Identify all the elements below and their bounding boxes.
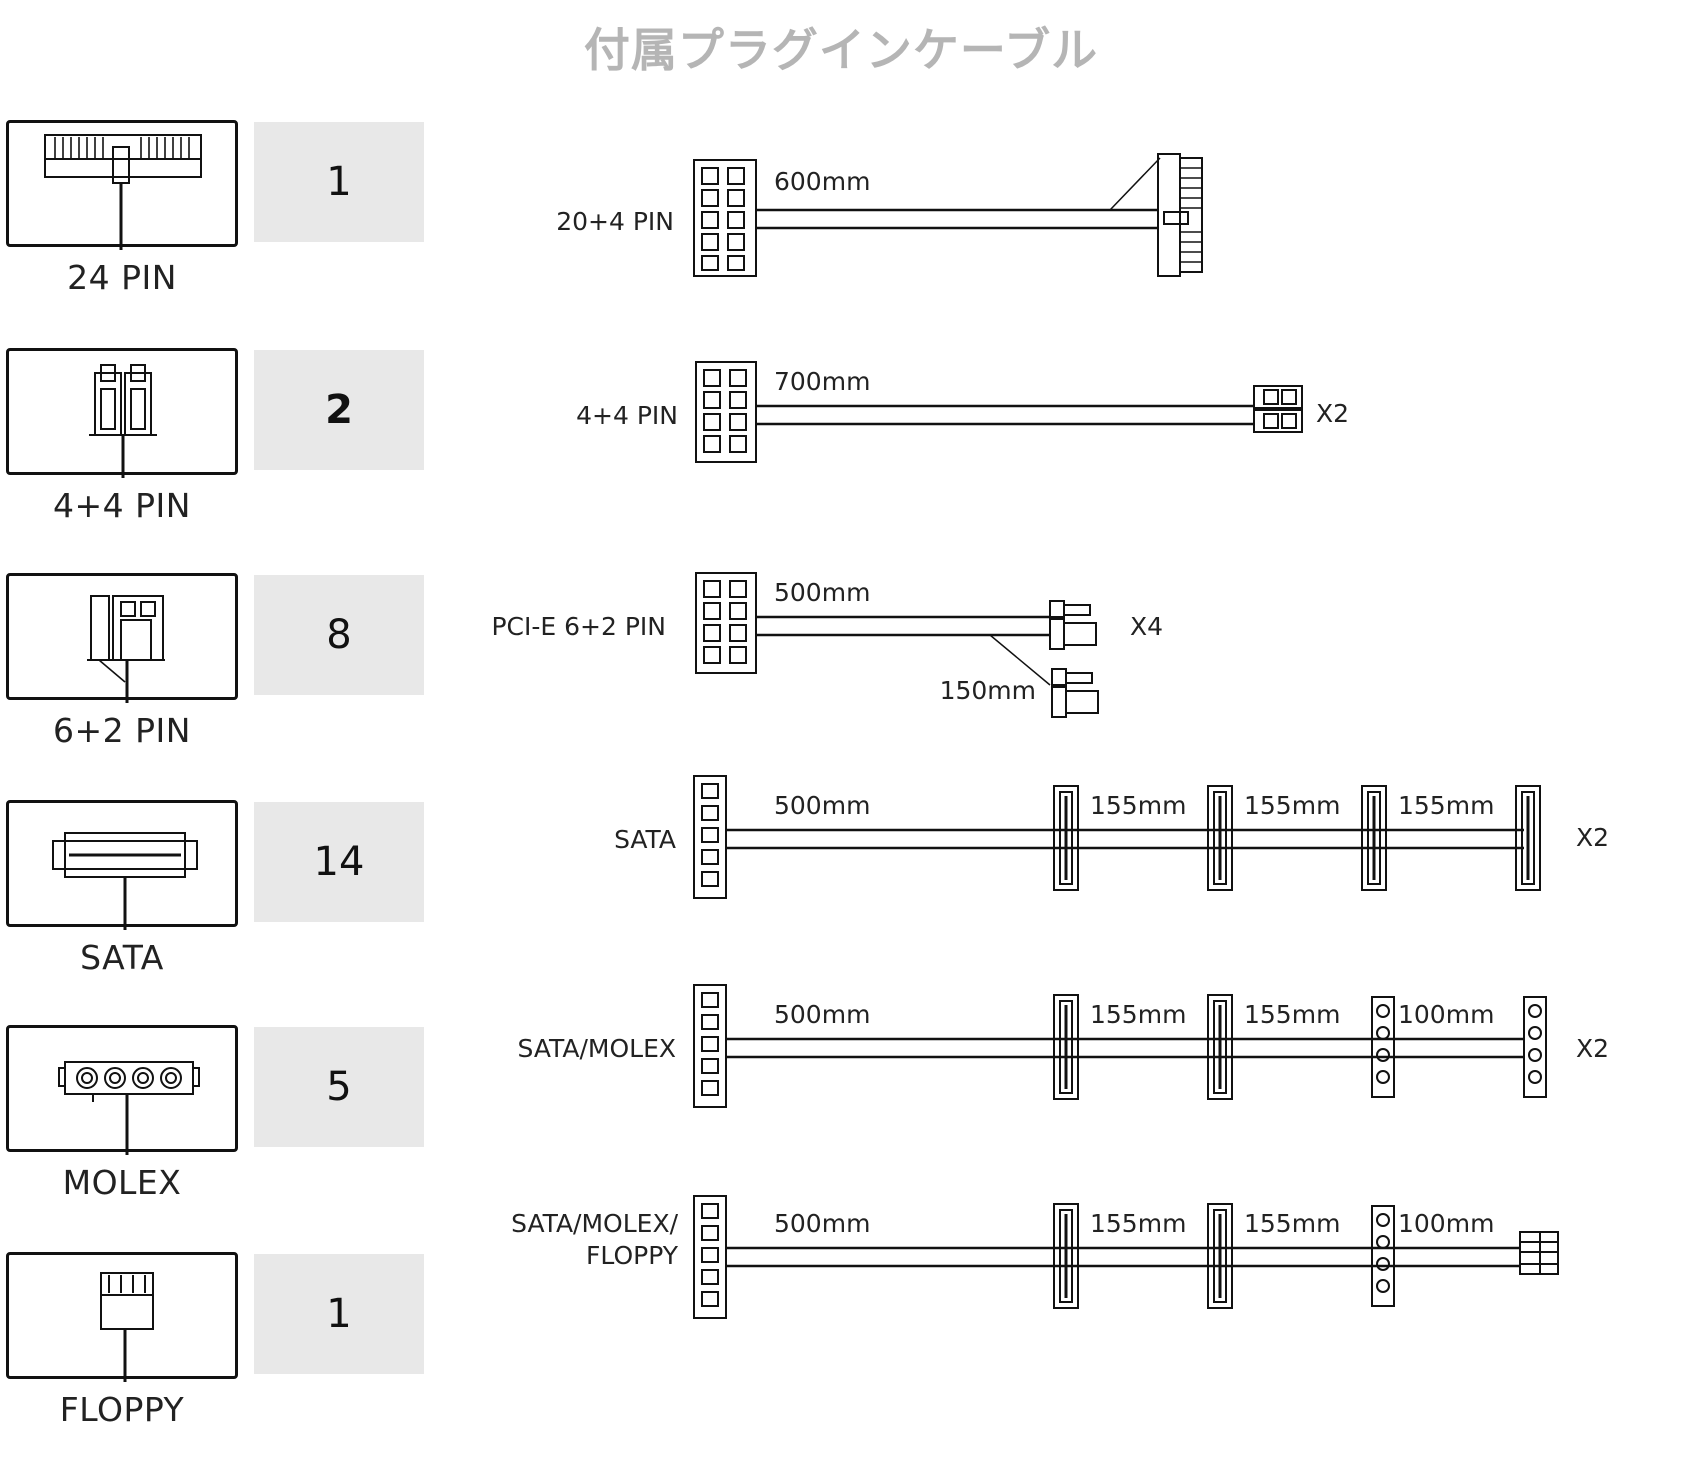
page-title: 付属プラグインケーブル bbox=[583, 23, 1099, 77]
psu-plug bbox=[695, 572, 757, 674]
connector-icon-box bbox=[6, 573, 238, 703]
psu-plug bbox=[693, 984, 727, 1108]
cable-row-molex: MOLEX 5 SATA/MOLEX 500mm bbox=[0, 984, 1682, 1250]
cable-diagram-4plus4pin: 4+4 PIN 700mm X2 bbox=[576, 361, 1349, 463]
connector-icon-box bbox=[6, 800, 238, 930]
pcie-plug bbox=[1049, 600, 1065, 618]
segment-length: 100mm bbox=[1398, 1000, 1494, 1029]
cable-row-sata: SATA 14 SATA 500mm 155mm 155mm 155mm X2 bbox=[0, 775, 1682, 1025]
floppy-plug bbox=[1519, 1231, 1559, 1275]
connector-label: MOLEX bbox=[62, 1163, 182, 1202]
connector-label: 24 PIN bbox=[67, 258, 177, 297]
sata-plug bbox=[1053, 994, 1079, 1100]
segment-length: 155mm bbox=[1398, 791, 1494, 820]
cable-multiplier: X2 bbox=[1316, 399, 1349, 428]
sata-plug bbox=[1053, 785, 1079, 891]
quantity-box: 8 bbox=[254, 575, 424, 695]
segment-length: 155mm bbox=[1090, 1000, 1186, 1029]
psu-plug bbox=[693, 775, 727, 899]
cable-diagram-6plus2pin: PCI-E 6+2 PIN 500mm 150mm X4 bbox=[491, 572, 1163, 718]
cable-row-4plus4pin: 4+4 PIN 2 4+4 PIN 700mm X2 bbox=[0, 348, 1682, 573]
connector-name: 20+4 PIN bbox=[556, 207, 674, 236]
connector-label: 4+4 PIN bbox=[53, 486, 191, 525]
connector-name: SATA bbox=[614, 825, 676, 854]
6plus2pin-connector-icon bbox=[87, 595, 165, 703]
connector-label: 6+2 PIN bbox=[53, 711, 191, 750]
segment-length: 155mm bbox=[1090, 1209, 1186, 1238]
cable-length: 500mm bbox=[774, 578, 870, 607]
branch-length: 150mm bbox=[940, 676, 1036, 705]
quantity-box: 2 bbox=[254, 350, 424, 470]
cable-length: 700mm bbox=[774, 367, 870, 396]
cable-multiplier: X2 bbox=[1576, 823, 1609, 852]
psu-plug bbox=[693, 1195, 727, 1319]
connector-name: 4+4 PIN bbox=[576, 401, 678, 430]
quantity-box: 1 bbox=[254, 122, 424, 242]
segment-length: 100mm bbox=[1398, 1209, 1494, 1238]
connector-label: SATA bbox=[80, 938, 164, 977]
cable-multiplier: X2 bbox=[1576, 1034, 1609, 1063]
connector-icon-box bbox=[6, 1252, 238, 1382]
cable-length: 500mm bbox=[774, 791, 870, 820]
cable-length: 600mm bbox=[774, 167, 870, 196]
quantity-box: 1 bbox=[254, 1254, 424, 1374]
cable-row-floppy: FLOPPY 1 SATA/MOLEX/ FLOPPY bbox=[0, 1195, 1682, 1477]
segment-length: 155mm bbox=[1090, 791, 1186, 820]
molex-plug bbox=[1371, 996, 1395, 1098]
sata-connector-icon bbox=[52, 832, 198, 930]
psu-plug bbox=[693, 159, 757, 277]
cable-row-6plus2pin: 6+2 PIN 8 PCI-E 6+2 PIN 500mm 150mm X4 bbox=[0, 572, 1682, 798]
cable-diagram-sata: SATA 500mm 155mm 155mm 155mm X2 bbox=[614, 775, 1609, 899]
cable-diagram-floppy: SATA/MOLEX/ FLOPPY 500mm 155mm 155mm 100… bbox=[511, 1195, 1559, 1319]
cpu-plug bbox=[1253, 385, 1303, 409]
connector-icon-box bbox=[6, 120, 238, 250]
connector-icon-box bbox=[6, 348, 238, 478]
connector-label: FLOPPY bbox=[59, 1390, 185, 1429]
segment-length: 155mm bbox=[1244, 791, 1340, 820]
floppy-connector-icon bbox=[100, 1272, 154, 1382]
segment-length: 155mm bbox=[1244, 1209, 1340, 1238]
4plus4pin-connector-icon bbox=[89, 364, 157, 478]
cable-multiplier: X4 bbox=[1130, 612, 1163, 641]
connector-name: SATA/MOLEX bbox=[518, 1034, 676, 1063]
segment-length: 155mm bbox=[1244, 1000, 1340, 1029]
cable-length: 500mm bbox=[774, 1000, 870, 1029]
24pin-connector-icon bbox=[44, 134, 202, 250]
psu-plug bbox=[695, 361, 757, 463]
molex-connector-icon bbox=[58, 1061, 200, 1155]
cable-diagram-24pin: 20+4 PIN 600mm bbox=[556, 153, 1203, 277]
quantity-box: 14 bbox=[254, 802, 424, 922]
connector-icon-box bbox=[6, 1025, 238, 1155]
quantity-box: 5 bbox=[254, 1027, 424, 1147]
connector-name: PCI-E 6+2 PIN bbox=[491, 612, 666, 641]
cable-length: 500mm bbox=[774, 1209, 870, 1238]
cable-diagram-molex: SATA/MOLEX 500mm 155mm 155mm 100mm X2 bbox=[518, 984, 1609, 1108]
connector-name: FLOPPY bbox=[586, 1241, 679, 1270]
connector-name: SATA/MOLEX/ bbox=[511, 1209, 678, 1238]
cable-row-24pin: 24 PIN 1 20+4 PIN 600mm bbox=[0, 120, 1682, 345]
motherboard-plug bbox=[1157, 153, 1181, 277]
